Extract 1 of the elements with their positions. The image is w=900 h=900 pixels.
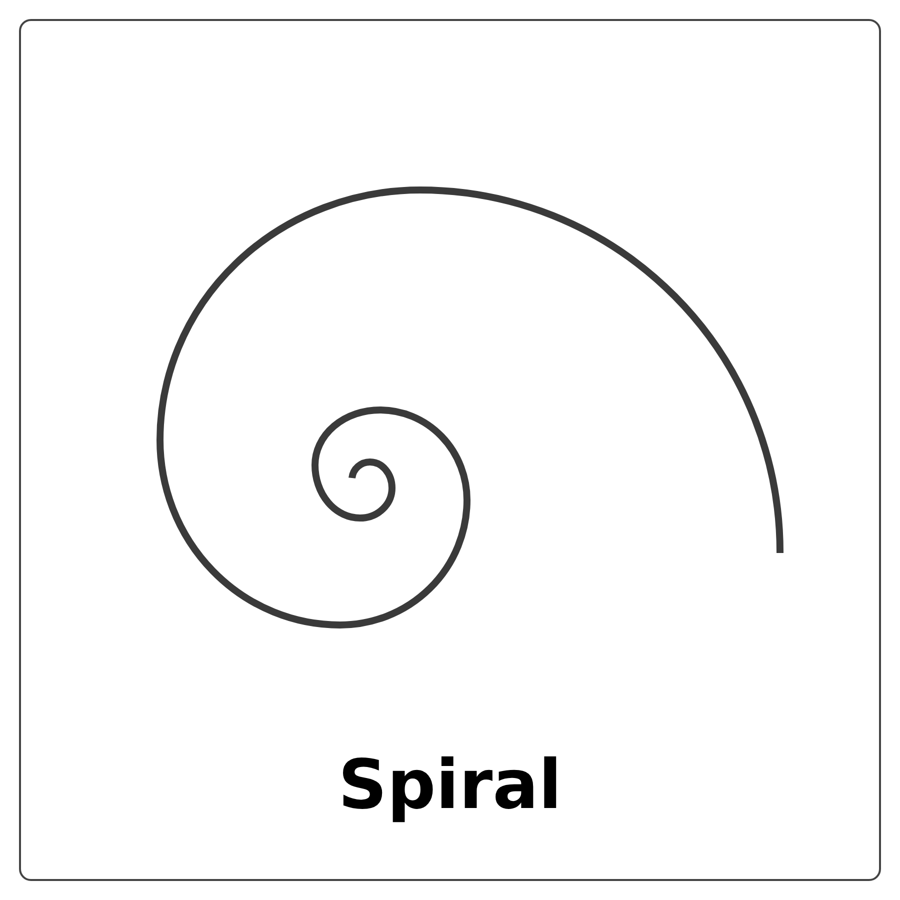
title: Spiral bbox=[338, 746, 562, 825]
